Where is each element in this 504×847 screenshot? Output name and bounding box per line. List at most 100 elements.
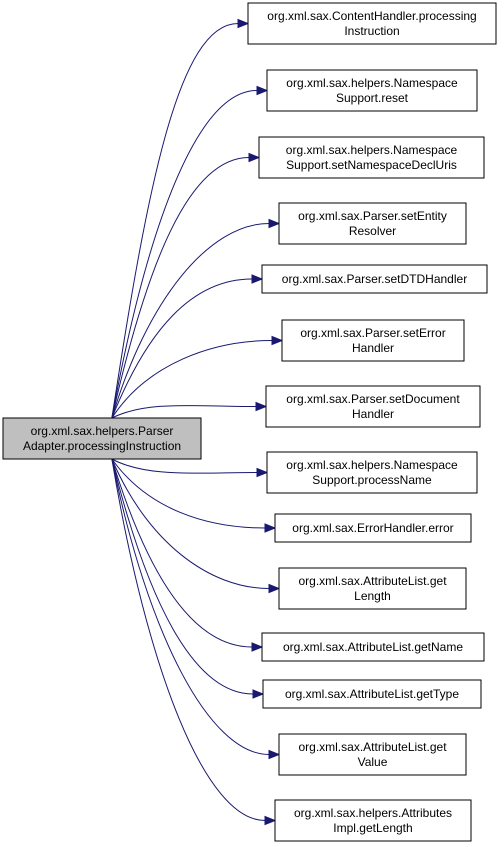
callee-node-namespacesupport-reset[interactable]: org.xml.sax.helpers.NamespaceSupport.res… (266, 69, 478, 112)
arrowhead-icon (256, 467, 269, 478)
callee-node-attributelist-getlength[interactable]: org.xml.sax.AttributeList.getLength (278, 567, 467, 610)
node-label-line: org.xml.sax.Parser.setError (300, 326, 445, 340)
node-box (274, 513, 472, 543)
node-label-line: Support.reset (336, 91, 409, 105)
call-edge-parser-seterrorhandler (111, 335, 284, 419)
call-edge-errorhandler-error (111, 458, 277, 533)
node-label-line: Resolver (349, 224, 396, 238)
edge-line (111, 458, 266, 529)
node-box (281, 319, 465, 362)
node-label-line: org.xml.sax.Parser.setEntity (298, 209, 447, 223)
call-edge-attributelist-getlength (111, 458, 281, 594)
node-label-line: Adapter.processingInstruction (23, 439, 181, 453)
edges-layer (111, 18, 284, 826)
node-label-line: Impl.getLength (333, 821, 412, 835)
call-edge-contenthandler-processinginstruction (111, 18, 250, 419)
node-label-line: org.xml.sax.AttributeList.get (298, 574, 447, 588)
call-edge-attributelist-getvalue (111, 458, 281, 760)
arrowhead-icon (256, 85, 269, 96)
node-label-line: Instruction (344, 24, 399, 38)
edge-line (111, 90, 258, 419)
node-box (261, 264, 488, 294)
edge-line (111, 458, 266, 821)
arrowhead-icon (268, 583, 281, 594)
node-label-line: Length (354, 589, 391, 603)
node-label-line: org.xml.sax.ErrorHandler.error (292, 521, 453, 535)
callee-node-attributelist-getname[interactable]: org.xml.sax.AttributeList.getName (261, 632, 485, 662)
arrowhead-icon (255, 401, 268, 412)
node-label-line: org.xml.sax.helpers.Namespace (286, 458, 458, 472)
arrowhead-icon (264, 523, 277, 533)
call-edge-namespacesupport-setnamespacedecluris (111, 152, 261, 419)
call-edge-attributesimpl-getlength (111, 458, 277, 826)
node-label-line: org.xml.sax.helpers.Parser (31, 424, 174, 438)
arrowhead-icon (248, 152, 261, 163)
node-label-line: Handler (352, 407, 394, 421)
node-label-line: org.xml.sax.helpers.Attributes (294, 806, 452, 820)
node-label-line: org.xml.sax.Parser.setDTDHandler (282, 272, 467, 286)
node-box (247, 2, 497, 45)
arrowhead-icon (251, 274, 264, 284)
call-edge-parser-setentityresolver (111, 218, 281, 419)
callee-node-attributelist-gettype[interactable]: org.xml.sax.AttributeList.getType (262, 679, 482, 709)
node-label-line: org.xml.sax.Parser.setDocument (286, 392, 460, 406)
edge-line (111, 23, 239, 419)
node-box (265, 385, 481, 428)
node-label-line: Value (358, 755, 388, 769)
callee-node-contenthandler-processinginstruction[interactable]: org.xml.sax.ContentHandler.processingIns… (247, 2, 497, 45)
node-box (262, 679, 482, 709)
arrowhead-icon (237, 18, 250, 29)
node-label-line: Support.setNamespaceDeclUris (286, 158, 457, 172)
node-box (278, 733, 467, 776)
node-box (278, 567, 467, 610)
edge-line (111, 458, 270, 589)
arrowhead-icon (251, 642, 264, 652)
call-edge-parser-setdtdhandler (111, 274, 264, 419)
node-label-line: org.xml.sax.helpers.Namespace (286, 76, 458, 90)
nodes-layer: org.xml.sax.helpers.ParserAdapter.proces… (2, 2, 497, 842)
arrowhead-icon (252, 689, 265, 699)
callee-node-attributesimpl-getlength[interactable]: org.xml.sax.helpers.AttributesImpl.getLe… (274, 799, 472, 842)
source-node-parseradapter-processinginstruction[interactable]: org.xml.sax.helpers.ParserAdapter.proces… (2, 417, 202, 460)
arrowhead-icon (268, 749, 281, 760)
edge-line (111, 458, 254, 695)
edge-line (111, 458, 258, 474)
node-label-line: org.xml.sax.AttributeList.get (298, 740, 447, 754)
node-box (278, 202, 467, 245)
callee-node-parser-setdtdhandler[interactable]: org.xml.sax.Parser.setDTDHandler (261, 264, 488, 294)
edge-line (111, 458, 270, 755)
call-edge-namespacesupport-processname (111, 458, 269, 478)
call-edge-attributelist-getname (111, 458, 264, 652)
node-box (274, 799, 472, 842)
edge-line (111, 340, 273, 419)
node-box (266, 451, 478, 494)
node-label-line: Support.processName (312, 473, 432, 487)
edge-line (111, 278, 253, 419)
node-box (261, 632, 485, 662)
node-box (258, 136, 485, 179)
callee-node-namespacesupport-setnamespacedecluris[interactable]: org.xml.sax.helpers.NamespaceSupport.set… (258, 136, 485, 179)
callee-node-errorhandler-error[interactable]: org.xml.sax.ErrorHandler.error (274, 513, 472, 543)
node-label-line: org.xml.sax.ContentHandler.processing (267, 9, 476, 23)
node-label-line: Handler (352, 341, 394, 355)
arrowhead-icon (268, 218, 281, 229)
edge-line (111, 223, 270, 419)
edge-line (111, 157, 250, 419)
node-label-line: org.xml.sax.AttributeList.getName (283, 640, 463, 654)
arrowhead-icon (271, 335, 284, 346)
arrowhead-icon (264, 815, 277, 826)
node-box (2, 417, 202, 460)
edge-line (111, 458, 253, 648)
node-box (266, 69, 478, 112)
edge-line (111, 404, 257, 419)
node-label-line: org.xml.sax.helpers.Namespace (286, 143, 458, 157)
callee-node-namespacesupport-processname[interactable]: org.xml.sax.helpers.NamespaceSupport.pro… (266, 451, 478, 494)
call-edge-attributelist-gettype (111, 458, 265, 699)
call-edge-parser-setdocumenthandler (111, 401, 268, 419)
call-edge-namespacesupport-reset (111, 85, 269, 419)
